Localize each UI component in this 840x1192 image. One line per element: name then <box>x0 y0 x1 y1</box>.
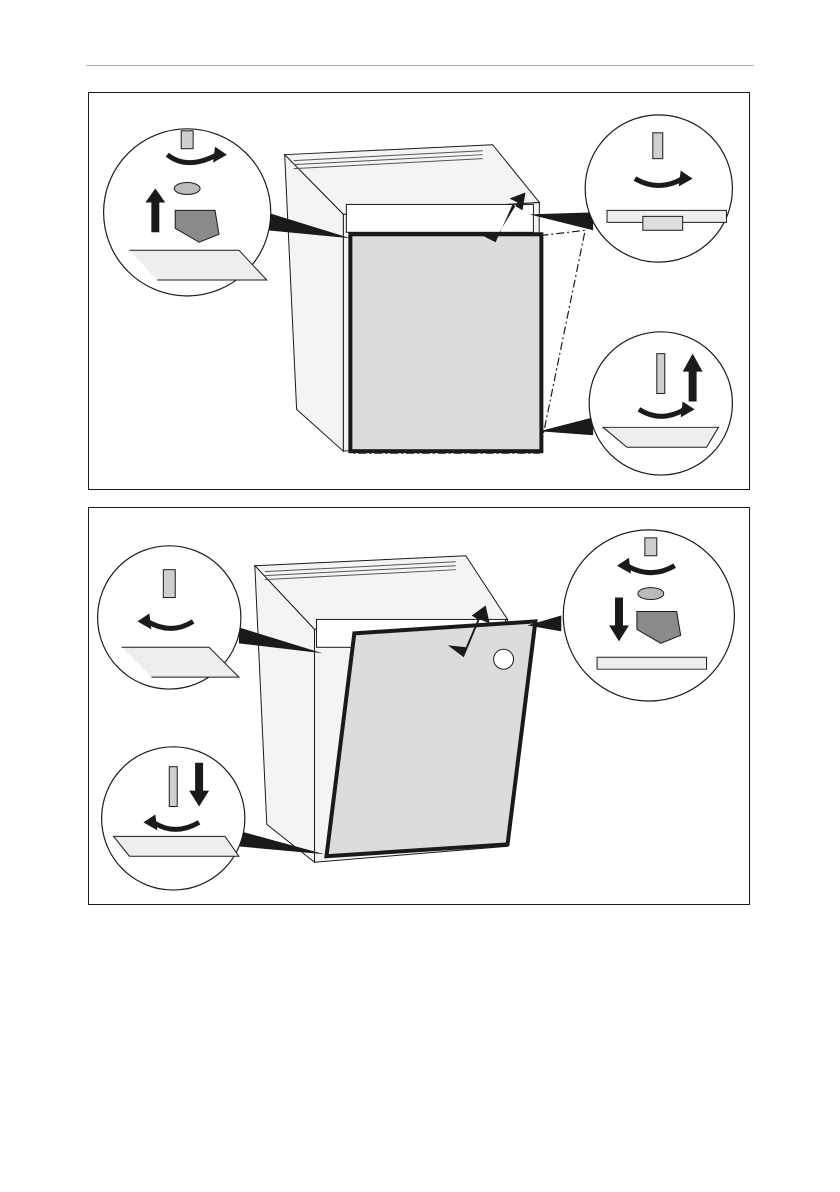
callout-top-right-hinge <box>527 530 734 701</box>
hinge-bracket-icon <box>643 216 683 230</box>
screw-icon <box>645 538 657 556</box>
door-marker <box>494 649 514 669</box>
pin-icon <box>169 767 177 807</box>
callout-bottom-right-hinge <box>539 332 732 475</box>
figure-refit-door <box>88 507 750 905</box>
pin-icon <box>657 354 665 394</box>
screw-icon <box>181 131 193 149</box>
remove-door-illustration <box>89 93 749 489</box>
header-rule <box>86 65 754 66</box>
figure-remove-door <box>88 92 750 490</box>
screw-icon <box>653 133 663 159</box>
callout-top-right-hinge <box>529 115 732 262</box>
refit-door-illustration <box>89 508 749 904</box>
washer-icon <box>174 183 200 195</box>
screw-icon <box>163 570 175 598</box>
washer-icon <box>638 588 664 600</box>
fridge-door <box>350 234 541 451</box>
